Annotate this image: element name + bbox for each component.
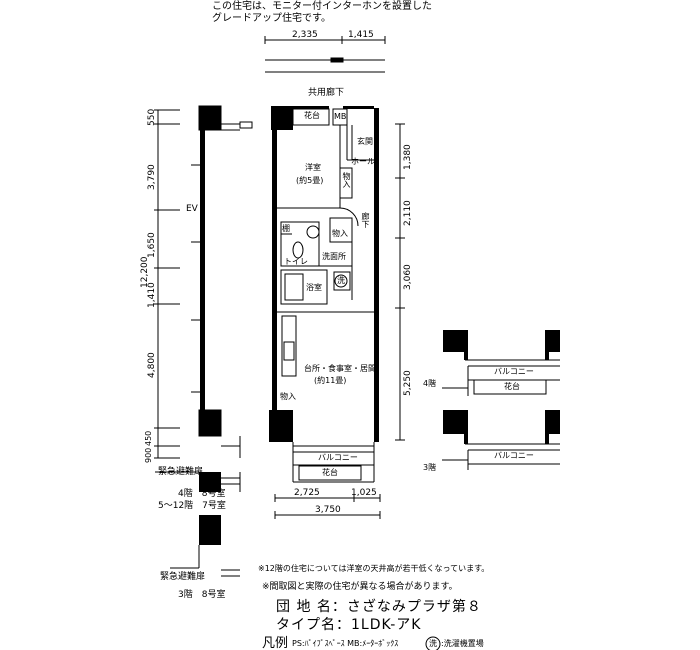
floor3-label: 3階	[423, 463, 437, 472]
bottom-dim-1025: 1,025	[351, 488, 377, 498]
floor4-flower-bed: 花台	[504, 382, 520, 391]
floor4-label: 4階	[423, 379, 437, 388]
interior-lines	[277, 108, 375, 483]
left-dim-550: 550	[147, 108, 157, 126]
top-dim-1: 2,335	[292, 30, 318, 40]
emergency-room-1a: 4階 8号室	[178, 489, 226, 499]
left-dim-1410: 1,410	[147, 282, 157, 308]
complex-name: 団 地 名：さざなみプラザ第８	[276, 599, 482, 615]
bottom-dim-3750: 3,750	[315, 505, 341, 515]
bottom-dim-2725: 2,725	[294, 488, 320, 498]
balcony-label: バルコニー	[318, 453, 358, 462]
washer-space-icon: 洗	[337, 276, 345, 285]
type-name: タイプ名：1LDK-アK	[276, 617, 422, 633]
emergency-door-label-2: 緊急避難扉	[160, 572, 206, 582]
legend-washer-icon: 洗	[429, 639, 437, 648]
unit-walls	[269, 106, 379, 442]
note-1: ※12階の住宅については洋室の天井高が若干低くなっています。	[258, 564, 490, 573]
storage-3: 物入	[280, 392, 296, 401]
bath-label: 浴室	[306, 283, 322, 292]
ev-label: EV	[186, 204, 198, 214]
hallway-label: 廊下	[361, 212, 370, 228]
left-dim-4800: 4,800	[147, 352, 157, 378]
legend-ps-mb: PS:ﾊﾟｲﾌﾟｽﾍﾟｰｽ MB:ﾒｰﾀｰﾎﾞｯｸｽ	[292, 639, 399, 648]
left-dim-900: 900	[144, 447, 153, 463]
right-dim-2110: 2,110	[403, 200, 413, 226]
flower-bed-top: 花台	[304, 111, 320, 120]
left-dim-450: 450	[144, 430, 153, 446]
flower-bed-bottom: 花台	[322, 468, 338, 477]
emergency-door-label-1: 緊急避難扉	[158, 467, 204, 477]
inset-floor4	[443, 330, 560, 360]
legend-title: 凡例	[262, 636, 289, 650]
header-line1: この住宅は、モニター付インターホンを設置した	[212, 1, 432, 12]
note-2: ※間取図と実際の住宅が異なる場合があります。	[262, 582, 458, 592]
right-dim-1380: 1,380	[403, 144, 413, 170]
shelf-label: 棚	[282, 224, 290, 233]
western-room-label: 洋室	[305, 163, 321, 172]
floor4-balcony: バルコニー	[494, 367, 534, 376]
header-line2: グレードアップ住宅です。	[212, 13, 331, 24]
right-dim-5250: 5,250	[403, 370, 413, 396]
toilet-label: トイレ	[284, 257, 308, 266]
legend-washer-desc: :洗濯機置場	[441, 639, 484, 648]
top-dim-2: 1,415	[348, 30, 374, 40]
hall-label: ホール	[351, 157, 375, 166]
mb-label: MB	[334, 112, 347, 121]
left-dim-3790: 3,790	[147, 164, 157, 190]
ldk-label: 台所・食事室・居間	[304, 364, 376, 373]
floor3-balcony: バルコニー	[494, 451, 534, 460]
corridor-label: 共用廊下	[308, 88, 345, 98]
storage-1: 物入	[342, 172, 351, 188]
washroom-label: 洗面所	[322, 252, 346, 261]
left-dim-1650: 1,650	[147, 232, 157, 258]
ldk-size: (約11畳)	[314, 376, 347, 385]
western-room-size: (約5畳)	[296, 176, 324, 185]
emergency-room-1b: 5～12階 7号室	[158, 501, 226, 511]
elevator-shaft	[191, 105, 222, 437]
emergency-room-2: 3階 8号室	[178, 590, 226, 600]
genkan-label: 玄関	[357, 137, 373, 146]
inset-floor3	[443, 410, 560, 444]
right-dim-3060: 3,060	[403, 264, 413, 290]
storage-2: 物入	[332, 229, 348, 238]
